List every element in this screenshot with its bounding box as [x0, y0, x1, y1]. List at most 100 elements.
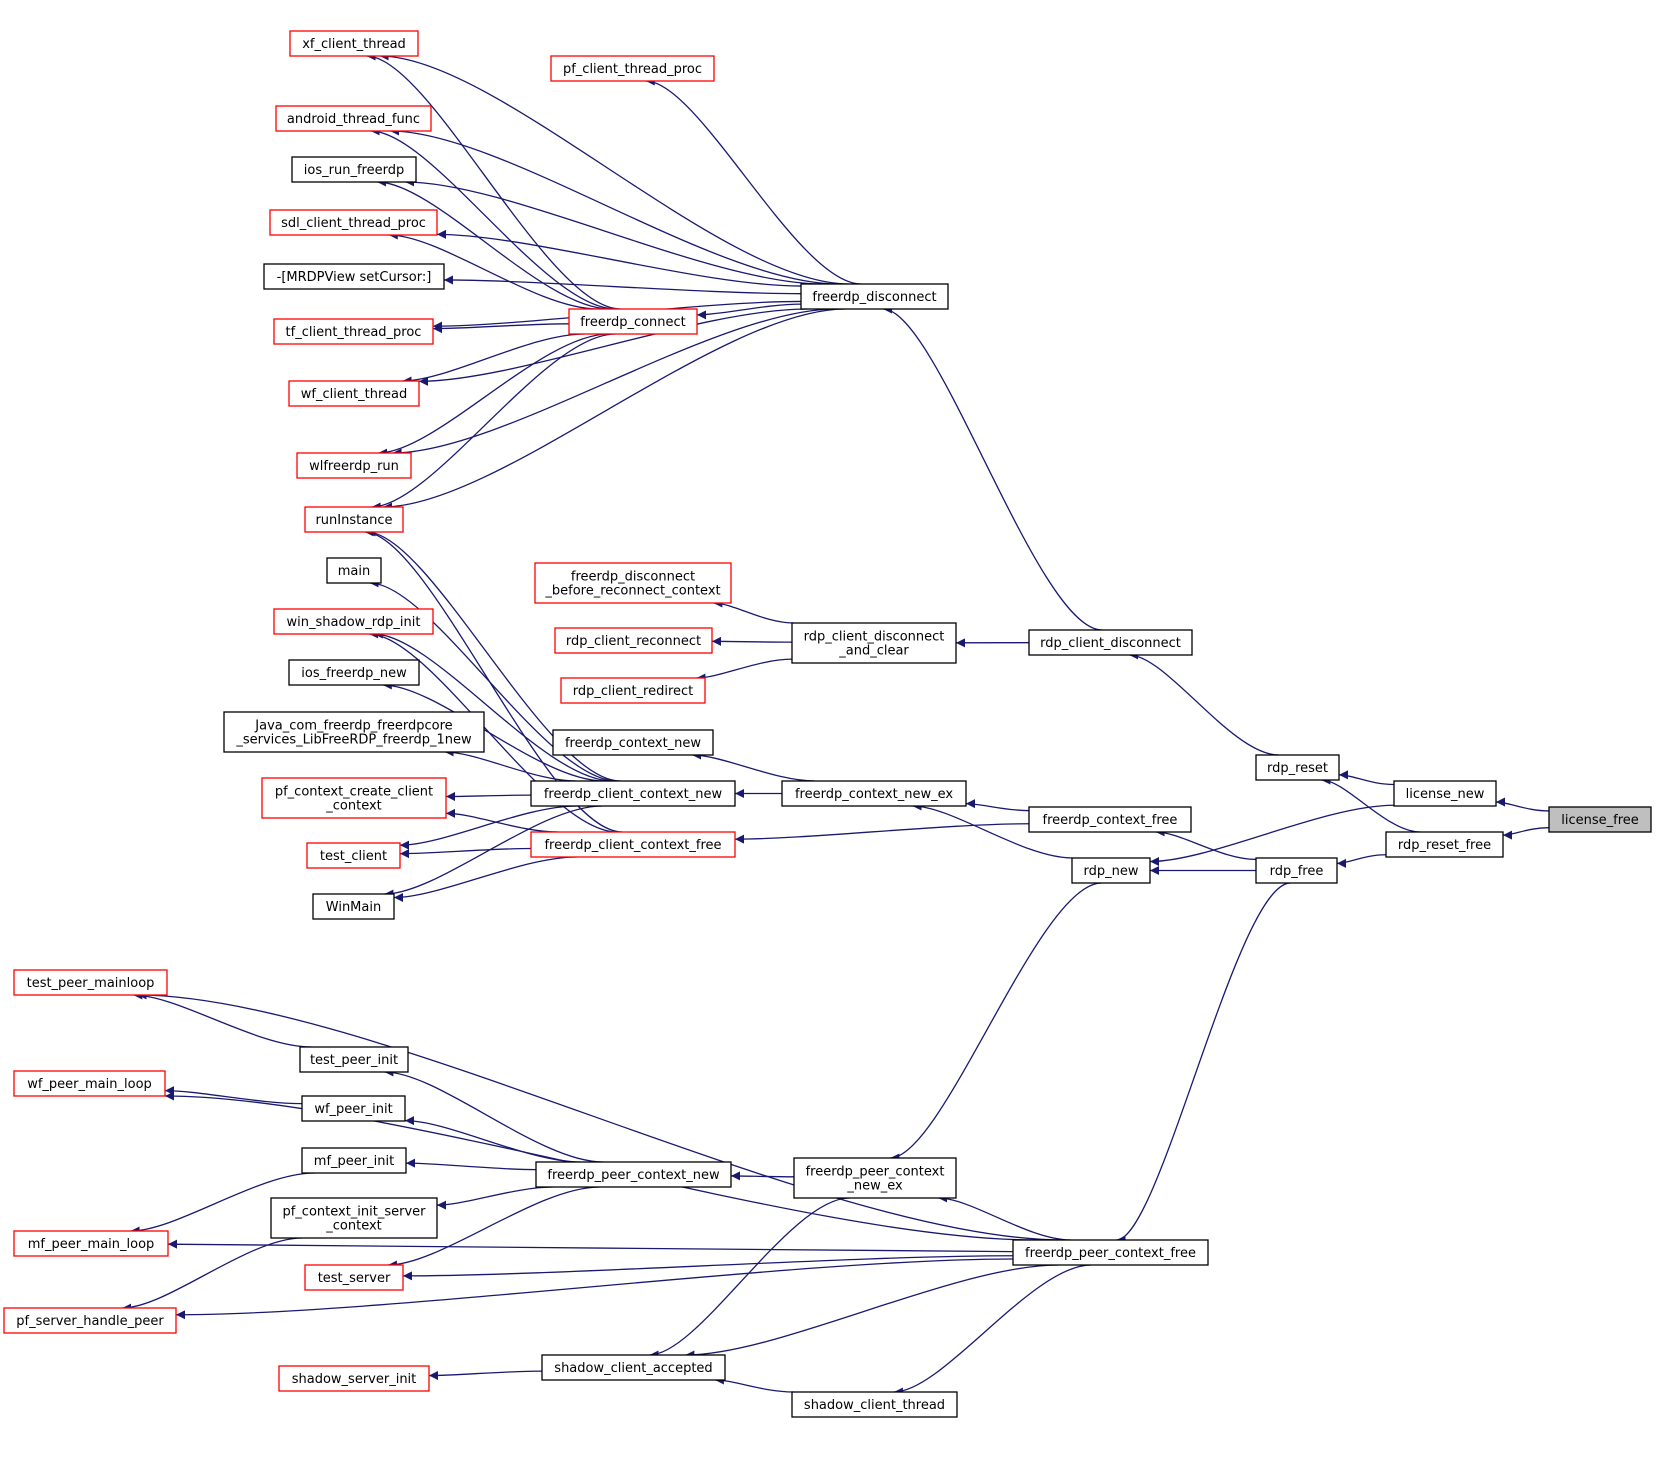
node-box [1385, 831, 1504, 858]
node-box [550, 55, 715, 82]
node-freerdp-disconnect[interactable]: freerdp_disconnect [800, 283, 949, 310]
node-ios-freerdp-new[interactable]: ios_freerdp_new [288, 659, 420, 686]
node-license-new[interactable]: license_new [1393, 780, 1497, 807]
node-pf-context-init-server-context[interactable]: pf_context_init_server_context [270, 1197, 438, 1239]
node-label: freerdp_peer_context_new [547, 1168, 720, 1183]
node-box [299, 1046, 409, 1073]
node-pf-client-thread-proc[interactable]: pf_client_thread_proc [550, 55, 715, 82]
call-edge-test_peer_mainloop-to-freerdp_peer_context_free [137, 990, 1064, 1241]
node-rdp-reset[interactable]: rdp_reset [1255, 754, 1340, 781]
node-freerdp-peer-context-new[interactable]: freerdp_peer_context_new [535, 1161, 732, 1188]
node-shadow-client-accepted[interactable]: shadow_client_accepted [541, 1354, 726, 1381]
node-freerdp-peer-context-new-ex[interactable]: freerdp_peer_context_new_ex [793, 1157, 957, 1199]
node-box [269, 209, 438, 236]
node-label: rdp_client_reconnect [566, 634, 701, 649]
node-box [275, 105, 432, 132]
node-win-shadow-rdp-init[interactable]: win_shadow_rdp_init [273, 608, 434, 635]
node-shadow-server-init[interactable]: shadow_server_init [278, 1365, 430, 1392]
call-edge-rdp_client_disconnect-to-rdp_reset [1129, 650, 1279, 756]
node-freerdp-context-new[interactable]: freerdp_context_new [552, 729, 714, 756]
node-wf-peer-init[interactable]: wf_peer_init [301, 1095, 406, 1122]
node-label: rdp_client_disconnect [1040, 636, 1181, 651]
node-freerdp-client-context-free[interactable]: freerdp_client_context_free [530, 831, 736, 858]
node-label: test_peer_init [310, 1053, 398, 1068]
node-label: mf_peer_main_loop [28, 1237, 155, 1252]
node-box [288, 380, 420, 407]
node-main[interactable]: main [326, 557, 382, 584]
node-freerdp-disconnect-before-reconnect-context[interactable]: freerdp_disconnect_before_reconnect_cont… [534, 562, 732, 604]
call-edge-freerdp_context_new_ex-to-freerdp_context_free [965, 799, 1030, 812]
node-rdp-client-reconnect[interactable]: rdp_client_reconnect [554, 627, 713, 654]
call-edge-WinMain-to-freerdp_client_context_new [384, 805, 603, 899]
node-box [273, 318, 434, 345]
call-edge-main-to-freerdp_client_context_new [369, 578, 618, 782]
node-test-peer-mainloop[interactable]: test_peer_mainloop [13, 969, 168, 996]
call-edge-rdp_new-to-license_new [1149, 804, 1395, 867]
call-edge-wlfreerdp_run-to-freerdp_disconnect [392, 308, 837, 458]
call-edge-freerdp_peer_context_free-to-rdp_free [1116, 882, 1291, 1245]
node-freerdp-peer-context-free[interactable]: freerdp_peer_context_free [1012, 1239, 1209, 1266]
node-rdp-client-disconnect[interactable]: rdp_client_disconnect [1028, 629, 1193, 656]
call-edge-shadow_client_accepted-to-shadow_client_thread [714, 1375, 794, 1393]
node-label: shadow_server_init [292, 1372, 417, 1387]
node-freerdp-client-context-new[interactable]: freerdp_client_context_new [530, 780, 736, 807]
call-edge-pf_context_init_server_context-to-freerdp_peer_context_new [436, 1186, 554, 1210]
node-label: rdp_client_redirect [573, 684, 694, 699]
node-ios-run-freerdp[interactable]: ios_run_freerdp [291, 156, 417, 183]
node-box [301, 1147, 407, 1174]
node-freerdp-context-new-ex[interactable]: freerdp_context_new_ex [781, 780, 967, 807]
node-mf-peer-init[interactable]: mf_peer_init [301, 1147, 407, 1174]
node-test-server[interactable]: test_server [304, 1264, 404, 1291]
node-box [13, 1070, 166, 1097]
node-box [291, 156, 417, 183]
node-box [326, 557, 382, 584]
node-tf-client-thread-proc[interactable]: tf_client_thread_proc [273, 318, 434, 345]
node-test-client[interactable]: test_client [306, 842, 401, 869]
node-sdl-client-thread-proc[interactable]: sdl_client_thread_proc [269, 209, 438, 236]
node-license-free[interactable]: license_free [1548, 806, 1652, 833]
node-rdp-reset-free[interactable]: rdp_reset_free [1385, 831, 1504, 858]
node-label: win_shadow_rdp_init [287, 615, 421, 630]
node-label: test_peer_mainloop [27, 976, 155, 991]
node-WinMain[interactable]: WinMain [312, 893, 395, 920]
node-label: freerdp_disconnect [571, 570, 695, 585]
call-edge-test_server-to-freerdp_peer_context_new [387, 1186, 600, 1270]
node-box [13, 969, 168, 996]
node-android-thread-func[interactable]: android_thread_func [275, 105, 432, 132]
node-rdp-new[interactable]: rdp_new [1071, 857, 1151, 884]
node-box [13, 1230, 169, 1257]
node-mf-peer-main-loop[interactable]: mf_peer_main_loop [13, 1230, 169, 1257]
node-wf-peer-main-loop[interactable]: wf_peer_main_loop [13, 1070, 166, 1097]
node-label: rdp_reset [1267, 761, 1328, 776]
node-wf-client-thread[interactable]: wf_client_thread [288, 380, 420, 407]
node-box [312, 893, 395, 920]
node-label: pf_client_thread_proc [563, 62, 702, 77]
node-box [278, 1365, 430, 1392]
node-box [270, 1197, 438, 1239]
node-xf-client-thread[interactable]: xf_client_thread [289, 30, 419, 57]
node-mrdpview-setcursor[interactable]: -[MRDPView setCursor:] [263, 263, 445, 290]
node-java-com-freerdp[interactable]: Java_com_freerdp_freerdpcore_services_Li… [223, 711, 485, 753]
call-edge-rdp_client_reconnect-to-rdp_client_disconnect_and_clear [711, 636, 793, 646]
call-edge-shadow_client_thread-to-freerdp_peer_context_free [893, 1264, 1092, 1397]
node-wlfreerdp-run[interactable]: wlfreerdp_run [296, 452, 412, 479]
node-rdp-client-disconnect-and-clear[interactable]: rdp_client_disconnect_and_clear [791, 622, 957, 664]
node-box [1012, 1239, 1209, 1266]
node-box [791, 1391, 958, 1418]
node-runInstance[interactable]: runInstance [304, 506, 404, 533]
call-edge-shadow_client_accepted-to-freerdp_peer_context_new_ex [649, 1197, 850, 1360]
node-box [793, 1157, 957, 1199]
node-label: wf_peer_main_loop [27, 1077, 152, 1092]
node-rdp-free[interactable]: rdp_free [1255, 857, 1338, 884]
node-pf-server-handle-peer[interactable]: pf_server_handle_peer [3, 1307, 177, 1334]
node-box [552, 729, 714, 756]
call-edge-ios_run_freerdp-to-freerdp_disconnect [405, 177, 824, 285]
node-test-peer-init[interactable]: test_peer_init [299, 1046, 409, 1073]
node-shadow-client-thread[interactable]: shadow_client_thread [791, 1391, 958, 1418]
call-edge-freerdp_context_new-to-freerdp_context_new_ex [692, 750, 815, 782]
node-freerdp-connect[interactable]: freerdp_connect [568, 308, 698, 335]
node-pf-context-create-client-context[interactable]: pf_context_create_client_context [261, 777, 447, 819]
node-freerdp-context-free[interactable]: freerdp_context_free [1028, 806, 1192, 833]
node-rdp-client-redirect[interactable]: rdp_client_redirect [560, 677, 706, 704]
